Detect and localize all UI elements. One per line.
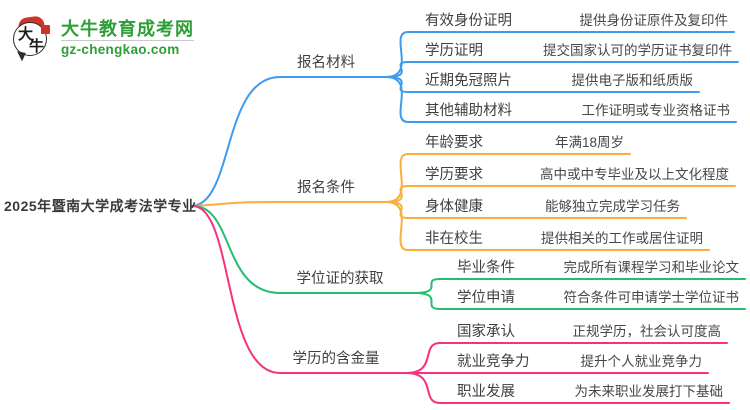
logo-domain: gz-chengkao.com [61, 42, 180, 57]
child-node-desc: 完成所有课程学习和毕业论文 [563, 260, 740, 275]
child-node-label: 国家承认 [457, 324, 515, 340]
branch-label: 报名材料 [297, 55, 355, 71]
logo-char-niu: 牛 [29, 39, 45, 55]
child-node-desc: 年满18周岁 [554, 135, 624, 150]
child-node-desc: 符合条件可申请学士学位证书 [563, 290, 740, 305]
branch-label: 报名条件 [297, 180, 355, 196]
child-curve [385, 153, 631, 203]
child-node-label: 有效身份证明 [425, 13, 512, 29]
root-topic: 2025年暨南大学成考法学专业 [4, 198, 197, 214]
child-node-label: 近期免冠照片 [425, 73, 512, 89]
branch-label: 学位证的获取 [296, 271, 384, 287]
child-curve [385, 185, 736, 203]
child-node-label: 职业发展 [457, 384, 515, 400]
child-curve [405, 342, 728, 374]
logo-divider [61, 40, 194, 41]
logo-char-da: 大 [18, 27, 34, 43]
branch-curve [191, 204, 415, 294]
child-curve [413, 292, 746, 310]
logo-seal-icon [41, 25, 50, 34]
branch-curve [191, 76, 387, 207]
child-node-desc: 提供相关的工作或居住证明 [541, 231, 703, 246]
child-curve [413, 278, 746, 294]
child-curve [385, 31, 735, 78]
child-node-label: 毕业条件 [457, 260, 515, 276]
branch-curve [191, 201, 387, 207]
child-node-desc: 提升个人就业竞争力 [580, 354, 703, 369]
child-node-label: 非在校生 [425, 231, 483, 247]
branch-curve [191, 204, 407, 374]
child-node-label: 年龄要求 [425, 135, 483, 151]
child-node-desc: 提交国家认可的学历证书复印件 [543, 43, 732, 58]
child-node-label: 身体健康 [425, 199, 483, 215]
child-node-label: 其他辅助材料 [425, 103, 512, 119]
child-node-desc: 工作证明或专业资格证书 [581, 103, 731, 118]
site-logo[interactable]: 大 牛 大牛教育成考网 gz-chengkao.com [12, 15, 194, 62]
child-curve [385, 61, 739, 78]
child-node-label: 就业竞争力 [457, 354, 530, 370]
logo-ox-icon: 大 牛 [12, 15, 52, 62]
logo-bubble-tail [15, 51, 26, 62]
child-node-desc: 为未来职业发展打下基础 [574, 384, 724, 399]
child-node-desc: 能够独立完成学习任务 [545, 199, 680, 214]
child-node-desc: 高中或中专毕业及以上文化程度 [540, 167, 729, 182]
child-curve [405, 372, 730, 404]
logo-title: 大牛教育成考网 [61, 19, 194, 39]
child-node-desc: 提供身份证原件及复印件 [579, 13, 729, 28]
child-curve [385, 201, 710, 251]
child-node-label: 学历要求 [425, 167, 483, 183]
branch-label: 学历的含金量 [292, 351, 380, 367]
child-node-desc: 正规学历，社会认可度高 [572, 324, 722, 339]
child-curve [385, 76, 737, 123]
child-node-label: 学历证明 [425, 43, 483, 59]
child-node-desc: 提供电子版和纸质版 [571, 73, 694, 88]
child-node-label: 学位申请 [457, 290, 515, 306]
